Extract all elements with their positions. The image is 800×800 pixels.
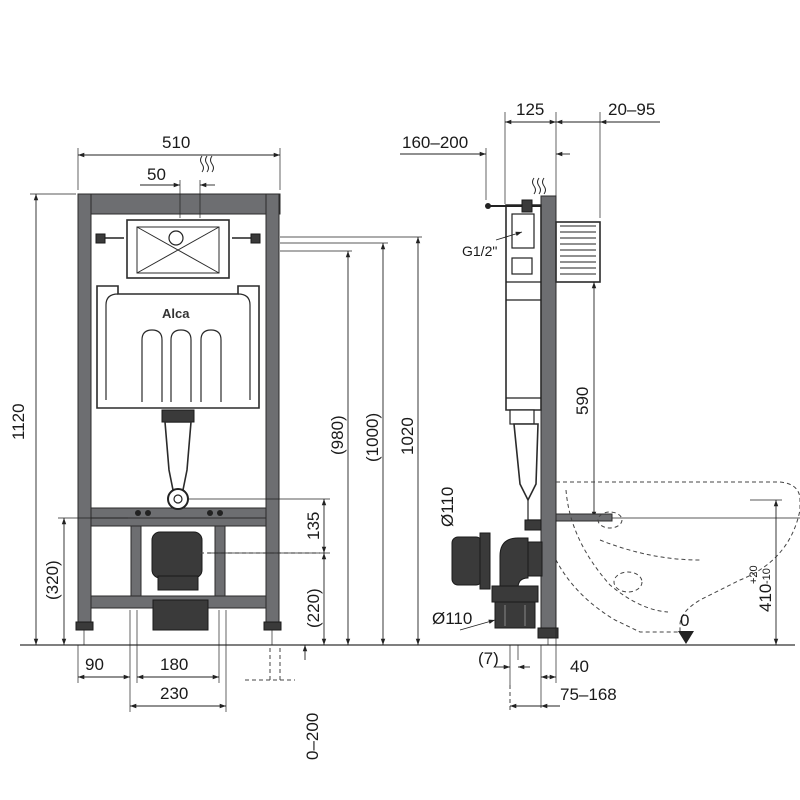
bowl-tol-plus: +20: [748, 565, 760, 584]
bowl-height-label: 410: [756, 584, 775, 612]
side-pipe-upper: [451, 536, 483, 586]
frame-right-leg: [214, 525, 226, 597]
front-view: Alca 510 50 1120 (320): [9, 133, 422, 760]
dim-width-180: 180: [160, 655, 188, 674]
frame-mid-bracket: [90, 517, 267, 527]
frame-left-leg: [130, 525, 142, 597]
cistern-body: [96, 285, 260, 409]
dim-range-160-200: 160–200: [402, 133, 468, 152]
dim-width-40: 40: [570, 657, 589, 676]
brand-logo: Alca: [162, 306, 190, 321]
dim-height-135: 135: [304, 512, 323, 540]
flush-plate-frame: [126, 219, 230, 279]
dim-height-1000: (1000): [363, 413, 382, 462]
dim-width-total: 510: [162, 133, 190, 152]
flush-pipe: [164, 421, 192, 491]
flush-plate-inner: [136, 226, 220, 274]
toilet-bowl-outline: [555, 481, 800, 633]
waste-pipe-connector: [151, 531, 203, 579]
side-frame-post: [540, 195, 557, 629]
dim-width-230: 230: [160, 684, 188, 703]
frame-right-post: [265, 193, 280, 631]
dim-height-590: 590: [573, 387, 592, 415]
dim-gap-7: (7): [478, 649, 499, 668]
dim-range-20-95: 20–95: [608, 100, 655, 119]
bowl-tol-minus: -10: [761, 568, 773, 584]
dim-height-flush: (980): [328, 415, 347, 455]
water-inlet-valve: [168, 230, 184, 246]
floor-zero-marker: [678, 631, 694, 644]
water-inlet-label: G1/2": [462, 243, 497, 259]
dim-offset-inlet: 50: [147, 165, 166, 184]
dim-width-90: 90: [85, 655, 104, 674]
flush-button-box: [555, 221, 601, 283]
frame-top-rail: [77, 193, 281, 215]
side-view: G1/2" 125 20–95 160–200 590: [400, 100, 800, 710]
frame-left-foot: [75, 621, 94, 631]
pipe-lower-label: Ø110: [432, 609, 472, 628]
pipe-upper-label: Ø110: [438, 487, 457, 527]
dim-height-1020: 1020: [398, 417, 417, 455]
dim-height-220: (220): [304, 588, 323, 628]
frame-left-post: [77, 193, 92, 631]
floor-zero-label: 0: [680, 611, 689, 630]
frame-right-foot: [263, 621, 282, 631]
dim-depth-125: 125: [516, 100, 544, 119]
dim-range-75-168: 75–168: [560, 685, 617, 704]
dim-height-total: 1120: [9, 403, 28, 440]
dim-range-0-200: 0–200: [303, 713, 322, 760]
dim-height-320: (320): [43, 560, 62, 600]
